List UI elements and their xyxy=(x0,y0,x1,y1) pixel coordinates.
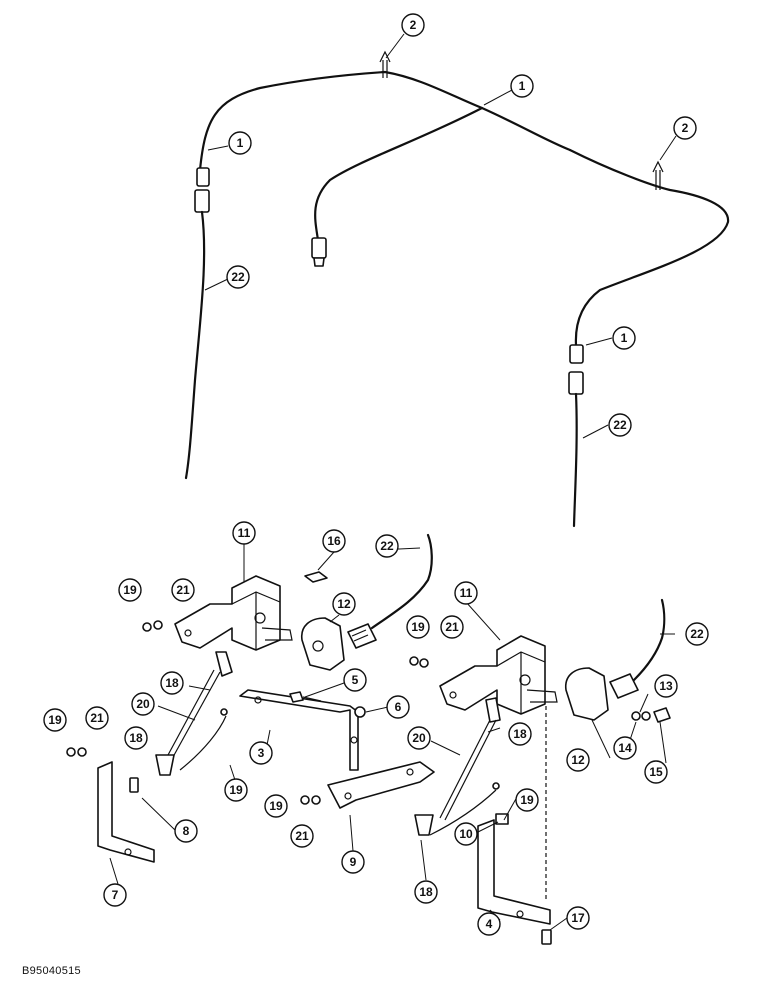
callout-21-upper-left: 21 xyxy=(171,578,195,602)
svg-text:18: 18 xyxy=(165,676,179,690)
callout-19-lower-left: 19 xyxy=(43,708,67,732)
callout-11-bracket-left: 11 xyxy=(232,521,256,545)
svg-text:17: 17 xyxy=(571,911,585,925)
svg-text:2: 2 xyxy=(410,18,417,32)
callout-20-rod-right: 20 xyxy=(407,726,431,750)
callout-12-switch-right: 12 xyxy=(566,748,590,772)
callout-10: 10 xyxy=(454,822,478,846)
svg-text:4: 4 xyxy=(486,917,493,931)
figure-reference-code: B95040515 xyxy=(22,965,81,977)
svg-text:22: 22 xyxy=(380,539,394,553)
svg-text:3: 3 xyxy=(258,746,265,760)
svg-text:21: 21 xyxy=(176,583,190,597)
wiring-harness xyxy=(184,50,730,528)
svg-text:19: 19 xyxy=(123,583,137,597)
callout-18-upper-right: 18 xyxy=(508,722,532,746)
svg-text:18: 18 xyxy=(129,731,143,745)
svg-text:19: 19 xyxy=(411,620,425,634)
callout-19-upper-left: 19 xyxy=(118,578,142,602)
svg-text:5: 5 xyxy=(352,673,359,687)
callout-22-connector-left: 22 xyxy=(375,534,399,558)
callout-2-clip-right: 2 xyxy=(673,116,697,140)
callout-18-upper-left: 18 xyxy=(160,671,184,695)
callout-4: 4 xyxy=(477,912,501,936)
svg-text:10: 10 xyxy=(459,827,473,841)
callout-22-wire-right: 22 xyxy=(608,413,632,437)
svg-text:11: 11 xyxy=(460,586,473,600)
left-switch-assembly xyxy=(66,533,433,863)
callout-8: 8 xyxy=(174,819,198,843)
svg-text:2: 2 xyxy=(682,121,689,135)
callout-1-harness-left: 1 xyxy=(228,131,252,155)
svg-text:1: 1 xyxy=(621,331,628,345)
svg-text:18: 18 xyxy=(513,727,527,741)
callout-6: 6 xyxy=(386,695,410,719)
callout-15: 15 xyxy=(644,760,668,784)
callout-1-harness-center: 1 xyxy=(510,74,534,98)
svg-text:20: 20 xyxy=(136,697,150,711)
callout-19-upper-right: 19 xyxy=(406,615,430,639)
right-switch-assembly xyxy=(300,598,671,945)
svg-text:19: 19 xyxy=(48,713,62,727)
svg-text:11: 11 xyxy=(238,526,251,540)
callout-21-lower-left: 21 xyxy=(85,706,109,730)
callout-18-lower-left: 18 xyxy=(124,726,148,750)
callout-14: 14 xyxy=(613,736,637,760)
svg-text:7: 7 xyxy=(112,888,119,902)
svg-text:16: 16 xyxy=(327,534,341,548)
callout-17: 17 xyxy=(566,906,590,930)
svg-text:15: 15 xyxy=(649,765,663,779)
svg-text:18: 18 xyxy=(419,885,433,899)
svg-text:6: 6 xyxy=(395,700,402,714)
callout-9: 9 xyxy=(341,850,365,874)
svg-text:22: 22 xyxy=(231,270,245,284)
callout-22-connector-right: 22 xyxy=(685,622,709,646)
callout-19-rod-right: 19 xyxy=(515,788,539,812)
callout-5: 5 xyxy=(343,668,367,692)
svg-text:19: 19 xyxy=(520,793,534,807)
svg-text:20: 20 xyxy=(412,731,426,745)
callouts: 1 1 1 2 2 22 22 22 22 11 11 16 12 12 19 … xyxy=(43,13,709,936)
callout-22-wire-left: 22 xyxy=(226,265,250,289)
svg-text:22: 22 xyxy=(690,627,704,641)
svg-text:1: 1 xyxy=(237,136,244,150)
callout-19-rod-left: 19 xyxy=(224,778,248,802)
callout-1-harness-right: 1 xyxy=(612,326,636,350)
callout-2-clip-left: 2 xyxy=(401,13,425,37)
callout-21-upper-right: 21 xyxy=(440,615,464,639)
svg-text:21: 21 xyxy=(445,620,459,634)
callout-16: 16 xyxy=(322,529,346,553)
callout-19-mid: 19 xyxy=(264,794,288,818)
svg-text:19: 19 xyxy=(269,799,283,813)
svg-text:9: 9 xyxy=(350,855,357,869)
svg-text:19: 19 xyxy=(229,783,243,797)
svg-text:8: 8 xyxy=(183,824,190,838)
svg-text:14: 14 xyxy=(618,741,632,755)
svg-text:12: 12 xyxy=(571,753,585,767)
callout-leaders xyxy=(109,33,677,931)
callout-20-rod-left: 20 xyxy=(131,692,155,716)
svg-text:21: 21 xyxy=(295,829,309,843)
callout-21-mid: 21 xyxy=(290,824,314,848)
callout-7: 7 xyxy=(103,883,127,907)
svg-text:13: 13 xyxy=(659,679,673,693)
svg-text:22: 22 xyxy=(613,418,627,432)
callout-13: 13 xyxy=(654,674,678,698)
svg-text:12: 12 xyxy=(337,597,351,611)
callout-11-bracket-right: 11 xyxy=(454,581,478,605)
svg-text:1: 1 xyxy=(519,79,526,93)
svg-text:21: 21 xyxy=(90,711,104,725)
callout-18-lower-right: 18 xyxy=(414,880,438,904)
callout-3: 3 xyxy=(249,741,273,765)
callout-12-switch-left: 12 xyxy=(332,592,356,616)
